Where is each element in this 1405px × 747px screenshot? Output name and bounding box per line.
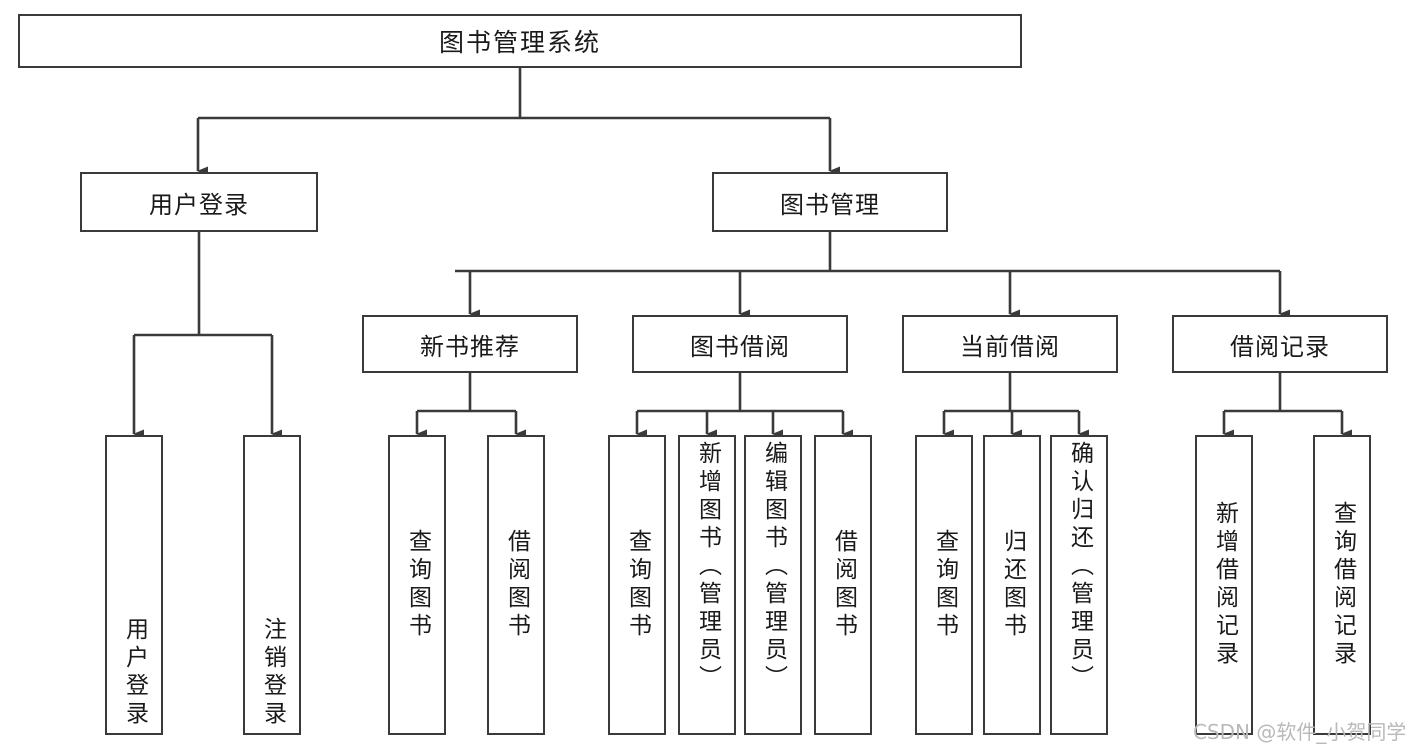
- node-label: 借阅图书: [503, 529, 530, 641]
- node-label: 新增借阅记录: [1211, 501, 1238, 669]
- csdn-watermark: CSDN @软件_小贺同学: [1193, 720, 1405, 744]
- node-label: 用户登录: [121, 617, 148, 729]
- leaf-node-leaf-add-book[interactable]: 新增图书（管理员）: [678, 435, 736, 735]
- leaf-node-leaf-edit-book[interactable]: 编辑图书（管理员）: [744, 435, 802, 735]
- node-label: 当前借阅: [960, 332, 1060, 361]
- node-label: 图书借阅: [690, 332, 790, 361]
- node-label: 查询图书: [624, 529, 651, 641]
- node-book-borrow[interactable]: 图书借阅: [632, 315, 848, 373]
- leaf-node-leaf-confirm-return[interactable]: 确认归还（管理员）: [1050, 435, 1108, 735]
- node-label: 查询借阅记录: [1329, 501, 1356, 669]
- node-label: 用户登录: [149, 190, 249, 219]
- node-label: 新书推荐: [420, 332, 520, 361]
- node-current-borrow[interactable]: 当前借阅: [902, 315, 1118, 373]
- node-new-book-recommend[interactable]: 新书推荐: [362, 315, 578, 373]
- node-label: 注销登录: [259, 617, 286, 729]
- node-label: 查询图书: [404, 529, 431, 641]
- leaf-node-leaf-query-book-2[interactable]: 查询图书: [608, 435, 666, 735]
- leaf-node-leaf-query-book-3[interactable]: 查询图书: [915, 435, 973, 735]
- node-label: 查询图书: [931, 529, 958, 641]
- leaf-node-leaf-logout[interactable]: 注销登录: [243, 435, 301, 735]
- leaf-node-leaf-borrow-book-1[interactable]: 借阅图书: [487, 435, 545, 735]
- node-label: 确认归还（管理员）: [1066, 441, 1093, 693]
- node-label: 借阅图书: [830, 529, 857, 641]
- leaf-node-leaf-borrow-book-2[interactable]: 借阅图书: [814, 435, 872, 735]
- node-label: 图书管理: [780, 190, 880, 219]
- node-label: 归还图书: [999, 529, 1026, 641]
- node-book-manage[interactable]: 图书管理: [712, 172, 948, 232]
- node-borrow-record[interactable]: 借阅记录: [1172, 315, 1388, 373]
- node-label: 图书管理系统: [438, 28, 601, 57]
- leaf-node-leaf-user-login[interactable]: 用户登录: [105, 435, 163, 735]
- node-label: 新增图书（管理员）: [694, 441, 721, 693]
- leaf-node-leaf-add-record[interactable]: 新增借阅记录: [1195, 435, 1253, 735]
- leaf-node-leaf-query-book-1[interactable]: 查询图书: [388, 435, 446, 735]
- leaf-node-leaf-return-book[interactable]: 归还图书: [983, 435, 1041, 735]
- node-root[interactable]: 图书管理系统: [18, 14, 1022, 68]
- node-user-login[interactable]: 用户登录: [80, 172, 318, 232]
- leaf-node-leaf-query-record[interactable]: 查询借阅记录: [1313, 435, 1371, 735]
- node-label: 编辑图书（管理员）: [760, 441, 787, 693]
- node-label: 借阅记录: [1230, 332, 1330, 361]
